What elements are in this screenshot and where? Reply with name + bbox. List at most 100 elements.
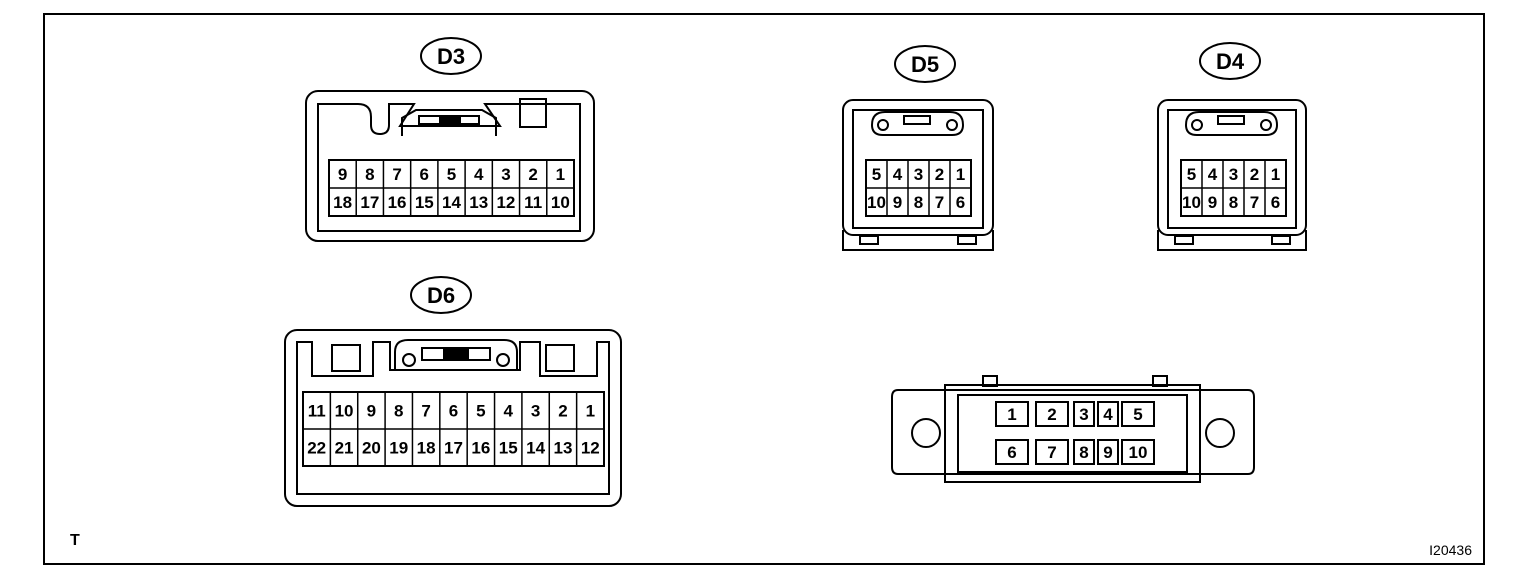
pin-number: 9 [1208, 193, 1217, 212]
connector-d4-housing [1157, 99, 1307, 236]
connector-d6-label-oval [410, 276, 472, 314]
pin-box [1121, 401, 1155, 427]
pin-number: 2 [1047, 405, 1056, 424]
connector-d5-foot-slot-right [957, 235, 977, 245]
connector-d6-housing [284, 329, 622, 507]
pin-number: 5 [447, 165, 456, 184]
pin-number: 10 [1129, 443, 1148, 462]
connector-d6-key-right [545, 344, 575, 372]
connector-d4-latch-hole-right [1260, 119, 1272, 131]
pin-number: 2 [1250, 165, 1259, 184]
pin-number: 2 [528, 165, 537, 184]
pin-number: 6 [1271, 193, 1280, 212]
connector-d5-latch-slot [903, 115, 931, 125]
pin-number: 1 [1271, 165, 1280, 184]
pin-number: 7 [1047, 443, 1056, 462]
pin-number: 12 [496, 193, 515, 212]
connector-d6-label: D6 [427, 283, 455, 308]
connector-d4-foot-slot-left [1174, 235, 1194, 245]
pin-number: 8 [365, 165, 374, 184]
diagram-frame [43, 13, 1485, 565]
pin-box [995, 439, 1029, 465]
pin-number: 15 [499, 439, 518, 458]
connector-d5-latch-hole-right [946, 119, 958, 131]
pin-number: 5 [476, 402, 485, 421]
connector-d4-latch-hole-left [1191, 119, 1203, 131]
pin-number: 1 [956, 165, 965, 184]
pin-number: 20 [362, 439, 381, 458]
corner-mark: T [70, 532, 80, 549]
pin-number: 14 [526, 439, 545, 458]
pin-number: 11 [308, 402, 326, 421]
connector-d4-foot [1157, 230, 1307, 251]
connector-d3-inner [317, 103, 581, 232]
pin-number: 2 [558, 402, 567, 421]
pin-number: 16 [388, 193, 407, 212]
pin-box [995, 401, 1029, 427]
connector-d5-foot [842, 230, 994, 251]
pin-number: 7 [392, 165, 401, 184]
connector-diagnostic-hole-left [911, 418, 941, 448]
pin-number: 3 [1229, 165, 1238, 184]
pin-number: 7 [935, 193, 944, 212]
pin-number: 3 [531, 402, 540, 421]
pin-number: 11 [524, 193, 542, 212]
pin-number: 4 [1103, 405, 1113, 424]
figure-code: I20436 [1429, 542, 1472, 558]
pin-number: 5 [1187, 165, 1196, 184]
pin-number: 17 [360, 193, 379, 212]
pin-number: 16 [471, 439, 490, 458]
pin-box [1097, 401, 1119, 427]
pin-number: 5 [1133, 405, 1142, 424]
pin-number: 19 [389, 439, 408, 458]
pin-number: 21 [335, 439, 354, 458]
connector-d6 [284, 276, 622, 507]
pin-number: 9 [338, 165, 347, 184]
pin-number: 22 [307, 439, 326, 458]
pin-number: 14 [442, 193, 461, 212]
pin-number: 8 [1229, 193, 1238, 212]
pin-number: 3 [1079, 405, 1088, 424]
connector-diagnostic-body [891, 389, 1255, 475]
pin-number: 3 [501, 165, 510, 184]
pin-number: 6 [1007, 443, 1016, 462]
pin-number: 12 [581, 439, 600, 458]
pin-number: 17 [444, 439, 463, 458]
connector-d3 [305, 37, 595, 242]
pin-number: 10 [1182, 193, 1201, 212]
pin-number: 7 [421, 402, 430, 421]
pin-number: 4 [503, 402, 513, 421]
connector-d4-foot-slot-right [1271, 235, 1291, 245]
pin-number: 10 [867, 193, 886, 212]
pin-box [1035, 401, 1069, 427]
connector-d3-key [519, 98, 547, 128]
pin-number: 2 [935, 165, 944, 184]
pin-number: 5 [872, 165, 881, 184]
pin-number: 18 [333, 193, 352, 212]
pin-number: 4 [474, 165, 484, 184]
pin-number: 6 [420, 165, 429, 184]
connector-d4 [1157, 42, 1307, 251]
connector-d5-label-oval [894, 45, 956, 83]
pin-box [1035, 439, 1069, 465]
connector-d6-latch [394, 339, 518, 370]
pin-number: 4 [893, 165, 903, 184]
connector-d4-latch-slot [1217, 115, 1245, 125]
connector-d5-label: D5 [911, 52, 939, 77]
pin-box [1073, 401, 1095, 427]
connector-diagnostic-tab-right [1152, 375, 1168, 387]
pin-number: 15 [415, 193, 434, 212]
connector-d4-inner [1167, 109, 1297, 229]
connector-d6-inner [296, 341, 610, 495]
connector-d4-latch [1184, 111, 1279, 136]
connector-d4-label-oval [1199, 42, 1261, 80]
pin-number: 3 [914, 165, 923, 184]
connector-d3-label-oval [420, 37, 482, 75]
pin-number: 9 [893, 193, 902, 212]
connector-d4-label: D4 [1216, 49, 1245, 74]
pin-number: 1 [586, 402, 595, 421]
pin-number: 10 [551, 193, 570, 212]
pin-number: 7 [1250, 193, 1259, 212]
